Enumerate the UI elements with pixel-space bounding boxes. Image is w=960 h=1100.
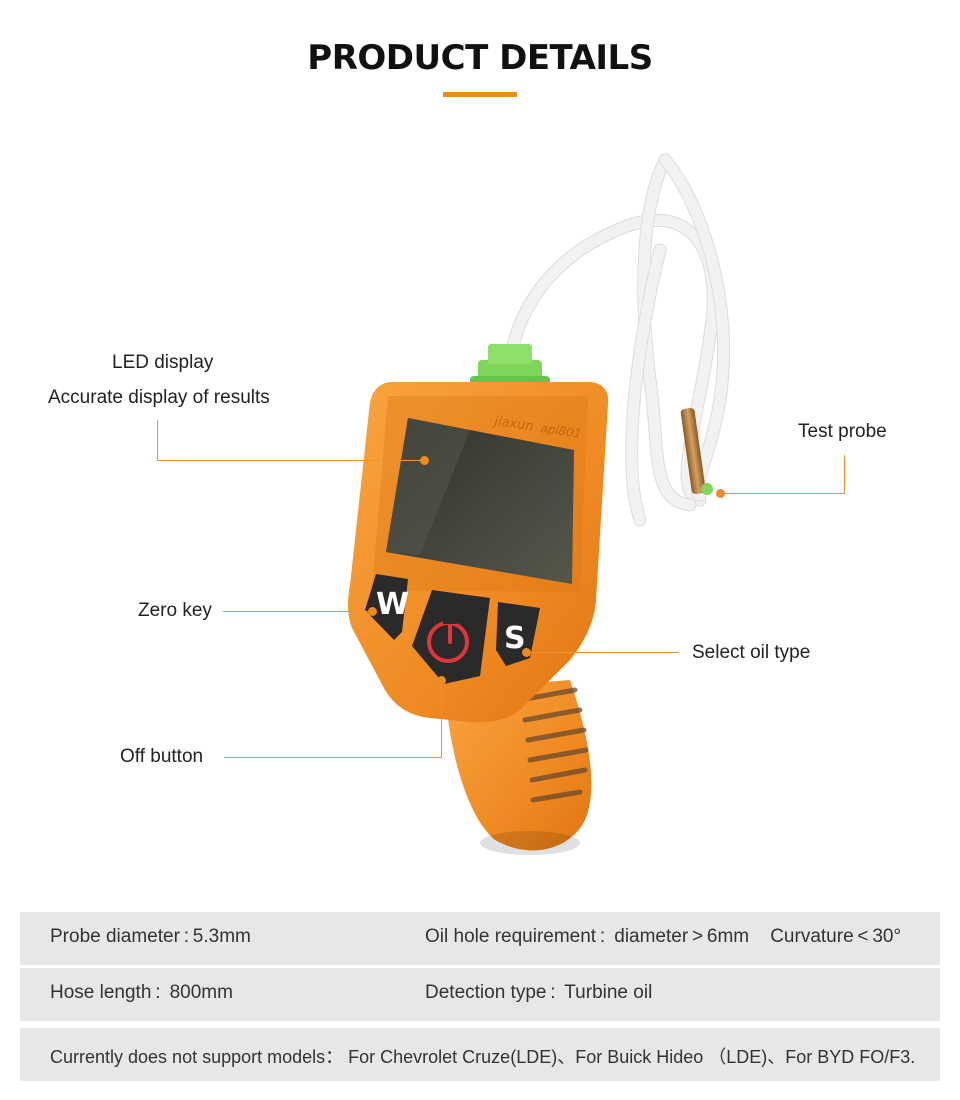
spec-row-2: Hose length : 800mm Detection type : Tur… [20,968,940,1021]
select-key-label: S [504,621,526,656]
select-callout-line [527,652,679,653]
off-callout-line-v [441,682,442,758]
test-probe [680,407,713,495]
off-button-callout: Off button [120,746,204,767]
off-callout-line-h [224,757,442,758]
spec-row-1: Probe diameter : 5.3mm Oil hole requirem… [20,912,940,965]
page-title: PRODUCT DETAILS [307,38,653,78]
probe-callout-line-v [844,455,845,494]
led-display-description: Accurate display of results [48,387,270,408]
oil-tester-illustration: jiaxun apl801 W S [347,153,731,855]
select-callout-dot [522,648,531,657]
zero-callout-dot [368,607,377,616]
off-callout-dot [437,676,446,685]
led-callout-line-v [157,420,158,461]
led-screen [386,418,574,584]
zero-callout-line [223,611,371,612]
hose-length: Hose length : 800mm [50,982,233,1003]
oil-hole-requirement: Oil hole requirement : diameter > 6mm Cu… [425,926,902,947]
unsupported-models: Currently does not support models： For C… [50,1047,916,1067]
off-button[interactable] [412,590,490,684]
zero-key-label: W [376,587,409,622]
brand-label: jiaxun [491,414,534,435]
zero-key-callout: Zero key [138,600,212,621]
detection-type: Detection type : Turbine oil [425,982,653,1003]
led-callout-dot [420,456,429,465]
test-probe-label: Test probe [798,421,887,442]
model-label: apl801 [540,421,583,441]
title-underline [443,92,517,97]
zero-key-button[interactable]: W [365,574,409,640]
probe-callout-dot [716,489,725,498]
probe-diameter: Probe diameter : 5.3mm [50,926,251,947]
select-oil-callout: Select oil type [692,642,811,663]
spec-row-3: Currently does not support models： For C… [20,1028,940,1081]
led-display-title: LED display [112,352,214,373]
probe-callout-line-h [720,493,845,494]
led-callout-line-h [157,460,425,461]
